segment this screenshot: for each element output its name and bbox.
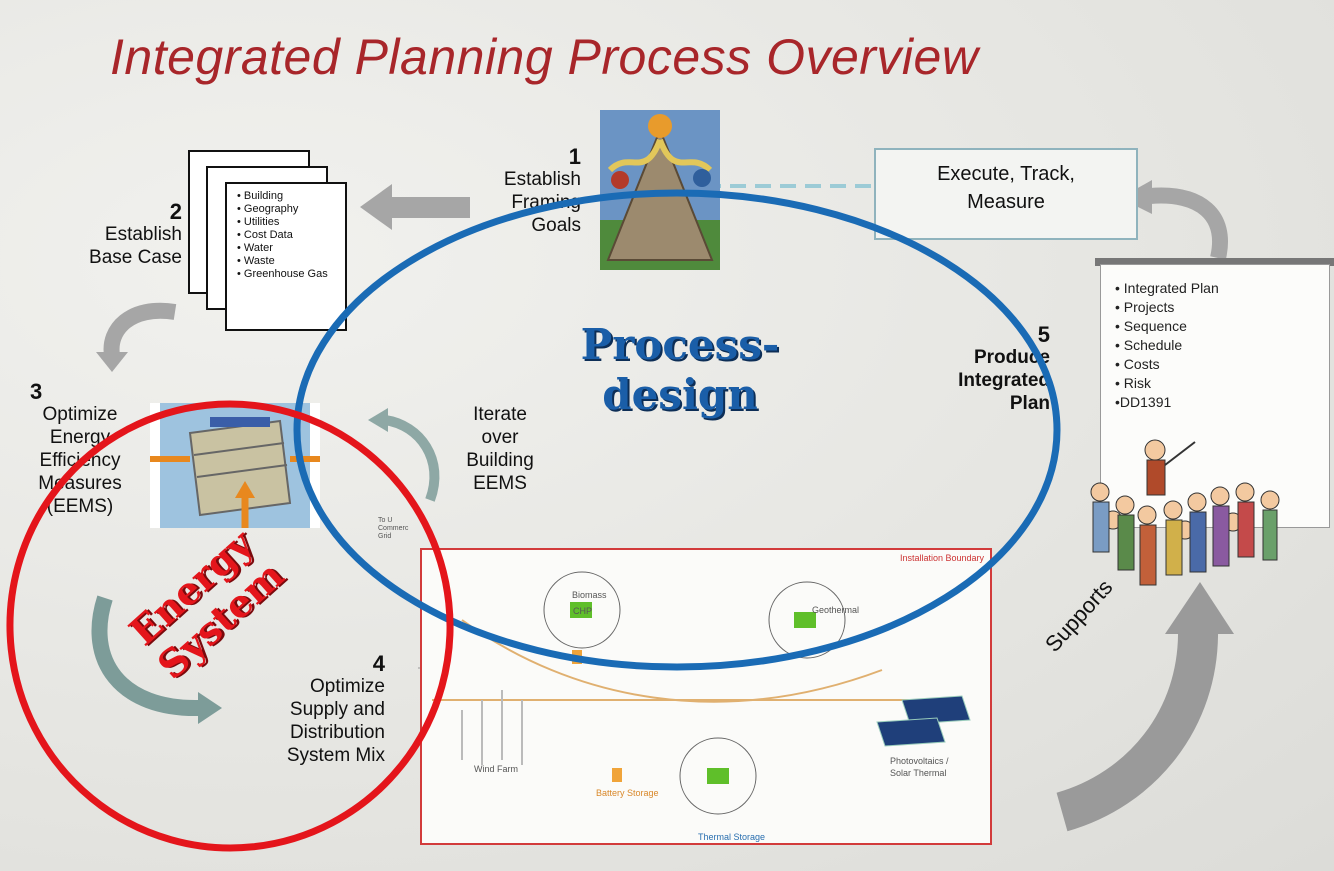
- step3-label: 3 Optimize Energy Efficiency Measures (E…: [20, 380, 140, 518]
- step4-line3: Distribution: [289, 722, 385, 743]
- list-item: • Sequence: [1115, 318, 1187, 334]
- pv-label-line2: Solar Thermal: [890, 768, 947, 778]
- step2-number: 2: [169, 199, 182, 224]
- step4-line4: System Mix: [286, 745, 385, 766]
- step5-number: 5: [1037, 322, 1050, 347]
- list-item: • Projects: [1115, 299, 1175, 315]
- step4-label: 4 Optimize Supply and Distribution Syste…: [230, 652, 385, 767]
- iterate-arrow: [384, 415, 440, 502]
- step4-line1: Optimize: [310, 676, 385, 697]
- list-item: • Building: [237, 190, 284, 202]
- process-design-line1: Process-: [580, 320, 780, 369]
- thermal-storage-label: Thermal Storage: [698, 832, 766, 842]
- step5-label: 5 Produce Integrated Plan: [915, 323, 1050, 415]
- arrow-step1-to-step2: [360, 184, 470, 230]
- list-item: •DD1391: [1115, 394, 1172, 410]
- step2-line1: Establish: [104, 224, 182, 245]
- arrow-board-to-execute: [1149, 187, 1228, 260]
- step5-line1: Produce: [973, 347, 1050, 368]
- execute-line2: Measure: [967, 191, 1045, 213]
- step3-line4: Measures: [38, 473, 122, 494]
- iterate-label: Iterate over Building EEMS: [450, 403, 550, 495]
- list-item: • Risk: [1115, 375, 1152, 391]
- step3-number: 3: [30, 379, 43, 404]
- list-item: • Cost Data: [237, 229, 293, 241]
- base-case-sheet: • Building • Geography • Utilities • Cos…: [225, 182, 347, 331]
- integrated-plan-board: • Integrated Plan • Projects • Sequence …: [1100, 264, 1330, 528]
- iterate-line3: Building: [466, 450, 534, 471]
- step1-label: 1 Establish Framing Goals: [466, 145, 581, 237]
- step1-line2: Framing: [511, 192, 581, 213]
- list-item: • Waste: [237, 255, 275, 267]
- biomass-label: Biomass: [572, 590, 607, 600]
- step4-line2: Supply and: [289, 699, 385, 720]
- installation-energy-map: Installation Boundary Wind Farm Battery …: [420, 548, 992, 845]
- battery-storage-label: Battery Storage: [596, 788, 659, 798]
- building-illustration: [150, 403, 320, 528]
- step3-line5: (EEMS): [46, 496, 114, 517]
- step1-number: 1: [568, 144, 581, 169]
- chp-label: CHP: [573, 606, 593, 616]
- execute-line1: Execute, Track,: [937, 163, 1075, 185]
- step1-line1: Establish: [503, 169, 581, 190]
- iterate-line4: EEMS: [473, 473, 527, 494]
- base-case-list: • Building • Geography • Utilities • Cos…: [227, 184, 345, 281]
- board-top-bar: [1095, 258, 1334, 266]
- supports-arrow: [1056, 627, 1219, 832]
- process-design-line2: design: [602, 370, 758, 419]
- pyramid-illustration: [600, 110, 720, 270]
- list-item: • Integrated Plan: [1115, 280, 1219, 296]
- geothermal-label: Geothermal: [812, 605, 860, 615]
- process-design-label: Process- design: [540, 320, 820, 420]
- energy-network-drawing: [432, 571, 971, 815]
- step2-label: 2 Establish Base Case: [60, 200, 182, 269]
- step1-line3: Goals: [531, 215, 581, 236]
- list-item: • Water: [237, 242, 273, 254]
- execute-track-measure-box: Execute, Track, Measure: [874, 148, 1138, 240]
- wind-farm-label: Wind Farm: [474, 764, 519, 774]
- step3-line3: Efficiency: [39, 450, 121, 471]
- list-item: • Schedule: [1115, 337, 1183, 353]
- step5-line2: Integrated: [958, 370, 1050, 391]
- step3-line2: Energy: [49, 427, 111, 448]
- list-item: • Costs: [1115, 356, 1160, 372]
- plan-board-list: • Integrated Plan • Projects • Sequence …: [1101, 265, 1329, 412]
- list-item: • Utilities: [237, 216, 280, 228]
- audience-illustration: [1090, 439, 1280, 586]
- list-item: • Greenhouse Gas: [237, 268, 328, 280]
- pv-label-line1: Photovoltaics /: [890, 756, 949, 766]
- iterate-line2: over: [481, 427, 519, 448]
- arrow-step2-to-step3: [103, 302, 177, 357]
- list-item: • Geography: [237, 203, 299, 215]
- step3-line1: Optimize: [42, 404, 118, 425]
- step4-number: 4: [372, 651, 385, 676]
- step2-line2: Base Case: [89, 247, 182, 268]
- step5-line3: Plan: [1009, 393, 1050, 414]
- page-title: Integrated Planning Process Overview: [110, 29, 979, 85]
- iterate-line1: Iterate: [473, 404, 527, 425]
